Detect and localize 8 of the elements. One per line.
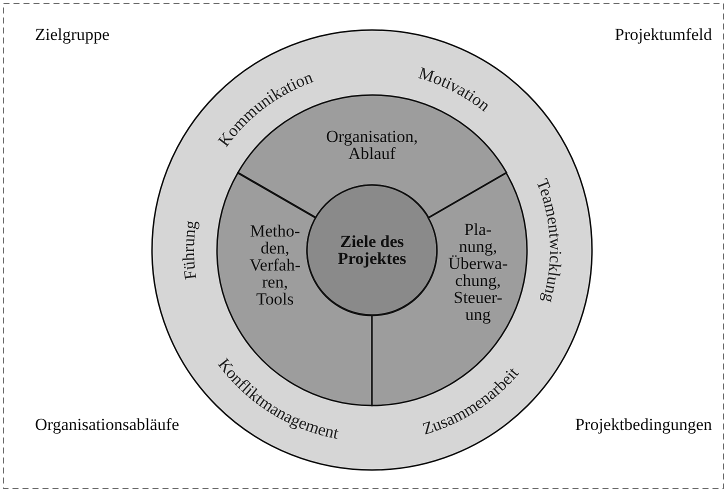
corner-label: Organisationsabläufe: [35, 415, 180, 435]
segment-label: Pla- nung, Überwa- chung, Steuer- ung: [448, 221, 508, 323]
center-label: Ziele des Projektes: [336, 233, 408, 267]
segment-label: Metho- den, Verfah- ren, Tools: [250, 222, 300, 308]
corner-label: Projektumfeld: [614, 25, 712, 45]
corner-label: Zielgruppe: [35, 25, 110, 45]
segment-label: Organisation, Ablauf: [326, 128, 418, 162]
corner-label: Projektbedingungen: [575, 415, 712, 435]
